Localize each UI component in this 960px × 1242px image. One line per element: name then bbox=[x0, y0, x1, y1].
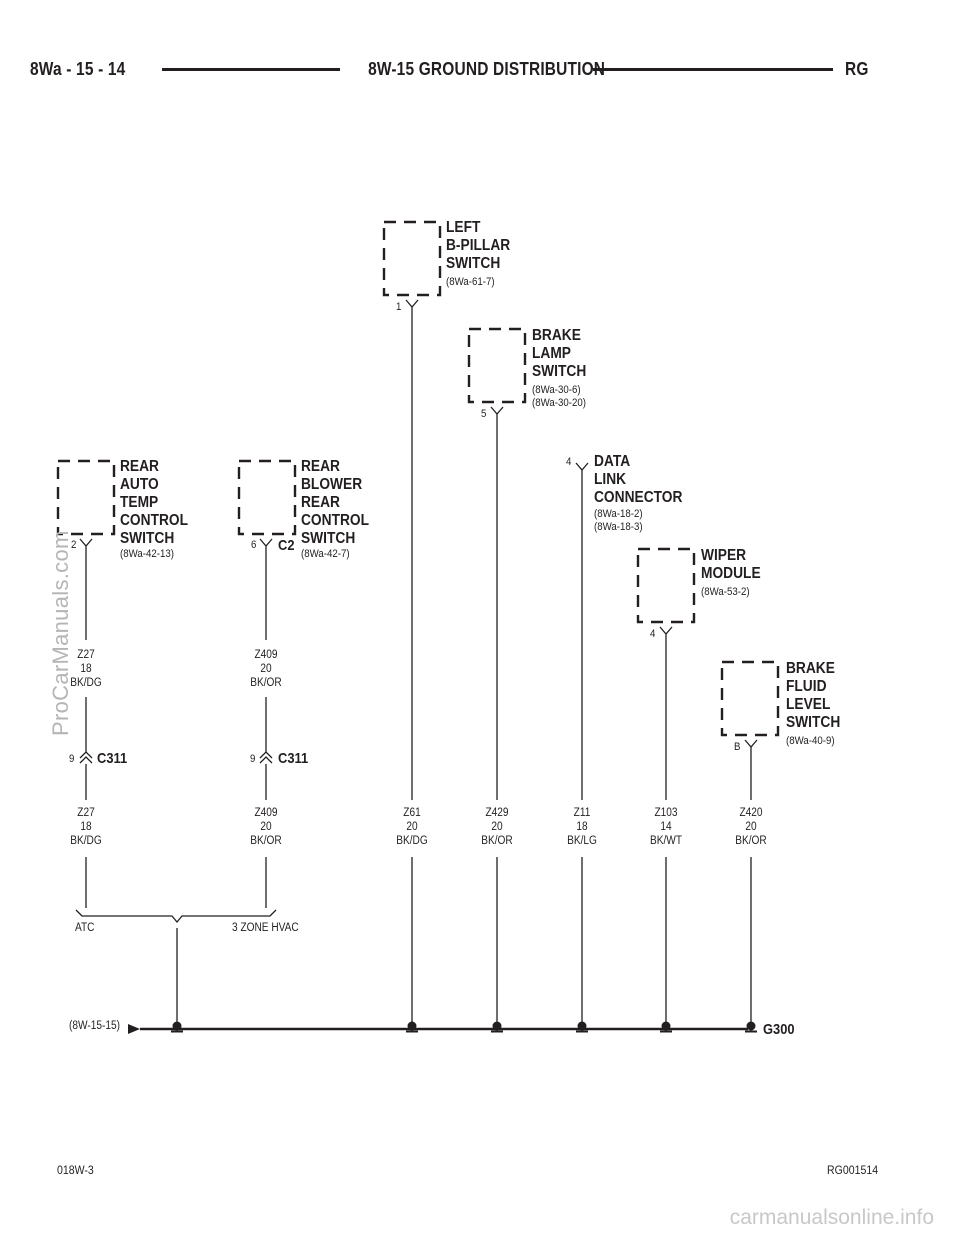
rear-auto-temp-switch-ref: (8Wa-42-13) bbox=[120, 548, 174, 560]
brake-lamp-box bbox=[467, 327, 527, 404]
option-3-zone-hvac-label: 3 ZONE HVAC bbox=[232, 922, 299, 934]
bottom-watermark: carmanualsonline.info bbox=[729, 1206, 934, 1229]
rear-blower-switch-ref: (8Wa-42-7) bbox=[301, 548, 350, 560]
brake-lamp-switch-ref: (8Wa-30-6)(8Wa-30-20) bbox=[532, 384, 586, 409]
rear-auto-temp-box bbox=[56, 459, 116, 536]
brake-fluid-box bbox=[720, 660, 780, 737]
figure-id: RG001514 bbox=[827, 1163, 879, 1177]
wiper-module-ref: (8Wa-53-2) bbox=[701, 586, 750, 598]
figure-code: 018W-3 bbox=[57, 1163, 94, 1177]
connector-id: C311 bbox=[278, 750, 309, 767]
pin-number: 4 bbox=[650, 628, 656, 640]
model-code: RG bbox=[845, 59, 869, 79]
pin-number: 1 bbox=[396, 301, 402, 313]
left-b-pillar-box bbox=[382, 220, 442, 297]
connector-id: C2 bbox=[278, 537, 295, 554]
connector-id: C311 bbox=[97, 750, 128, 767]
pin-number: 9 bbox=[250, 753, 256, 765]
side-watermark: ProCarManuals.com bbox=[48, 530, 73, 736]
ground-id: G300 bbox=[763, 1021, 795, 1038]
rear-blower-box bbox=[237, 459, 297, 536]
left-b-pillar-switch-ref: (8Wa-61-7) bbox=[446, 276, 495, 288]
pin-number: 4 bbox=[566, 456, 572, 468]
ground-ref-label: (8W-15-15) bbox=[69, 1020, 120, 1032]
option-atc-label: ATC bbox=[75, 922, 95, 934]
brake-fluid-level-switch-ref: (8Wa-40-9) bbox=[786, 735, 835, 747]
pin-number: 9 bbox=[69, 753, 75, 765]
pin-number: 5 bbox=[481, 408, 487, 420]
pin-number: B bbox=[734, 741, 741, 753]
wiper-module-box bbox=[636, 547, 696, 624]
pin-number: 6 bbox=[251, 539, 257, 551]
page-number: 8Wa - 15 - 14 bbox=[30, 59, 126, 79]
pin-number: 2 bbox=[71, 539, 77, 551]
data-link-connector-ref: (8Wa-18-2)(8Wa-18-3) bbox=[594, 508, 643, 533]
page-title: 8W-15 GROUND DISTRIBUTION bbox=[368, 59, 606, 79]
